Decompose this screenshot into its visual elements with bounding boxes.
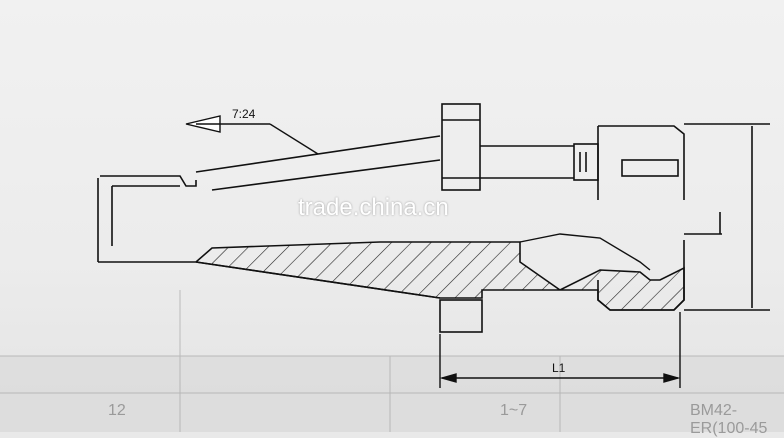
table-range-text: 1~7	[500, 402, 528, 419]
taper-callout	[185, 115, 319, 155]
shank-bore	[111, 185, 180, 246]
collet-nut-outline	[597, 125, 685, 200]
spec-table-strip	[0, 356, 784, 432]
hatched-inner-bore	[519, 233, 651, 271]
taper-ratio-label: 7:24	[232, 107, 256, 121]
taper-inner-line	[211, 159, 441, 191]
table-value-text: 12	[108, 402, 126, 419]
flange-upper	[441, 103, 481, 191]
length-dimension	[439, 312, 681, 388]
nut-slot	[621, 159, 679, 177]
flange-lower-key	[439, 299, 483, 333]
taper-leader-diagonal	[269, 123, 319, 155]
table-grid-lines	[0, 290, 784, 432]
watermark-text: trade.china.cn	[298, 194, 449, 221]
length-label: L1	[552, 361, 566, 375]
table-row-text: BM42-ER(100-45	[690, 402, 768, 437]
hatched-section	[98, 241, 685, 311]
shank-upper-outline	[100, 175, 197, 187]
